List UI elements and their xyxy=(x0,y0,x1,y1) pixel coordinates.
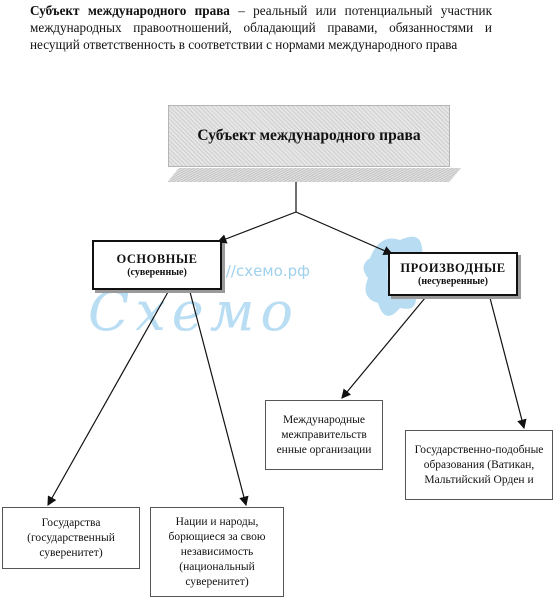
category-main: ОСНОВНЫЕ (суверенные) xyxy=(92,240,222,290)
definition-term: Субъект международного права xyxy=(30,3,230,18)
arrow-derived-to-intl xyxy=(341,297,426,399)
arrow-main-to-states xyxy=(47,291,169,507)
watermark-logo: Схемо xyxy=(88,280,300,343)
category-main-subtitle: (суверенные) xyxy=(127,267,187,278)
leaf-intl-orgs: Международные межправительств енные орга… xyxy=(265,400,383,470)
root-title: Субъект международного права xyxy=(197,127,421,144)
arrow-root-to-main xyxy=(216,211,297,244)
category-derived: ПРОИЗВОДНЫЕ (несуверенные) xyxy=(388,252,518,296)
leaf-nations: Нации и народы, борющиеся за свою незави… xyxy=(150,507,284,597)
root-node: Субъект международного права xyxy=(168,105,450,167)
definition-text: – реальный или потенциальный участник ме… xyxy=(30,3,492,52)
category-derived-title: ПРОИЗВОДНЫЕ xyxy=(400,261,506,275)
leaf-states: Государства (государственный суверенитет… xyxy=(2,507,140,569)
definition-paragraph: Субъект международного права – реальный … xyxy=(30,2,492,53)
category-derived-subtitle: (несуверенные) xyxy=(418,276,488,287)
arrow-root-to-derived xyxy=(295,211,394,256)
category-main-title: ОСНОВНЫЕ xyxy=(116,252,198,266)
leaf-state-like: Государственно-подобные образования (Ват… xyxy=(405,430,553,500)
arrow-derived-to-statelike xyxy=(489,297,527,430)
arrow-main-to-nations xyxy=(189,291,249,507)
